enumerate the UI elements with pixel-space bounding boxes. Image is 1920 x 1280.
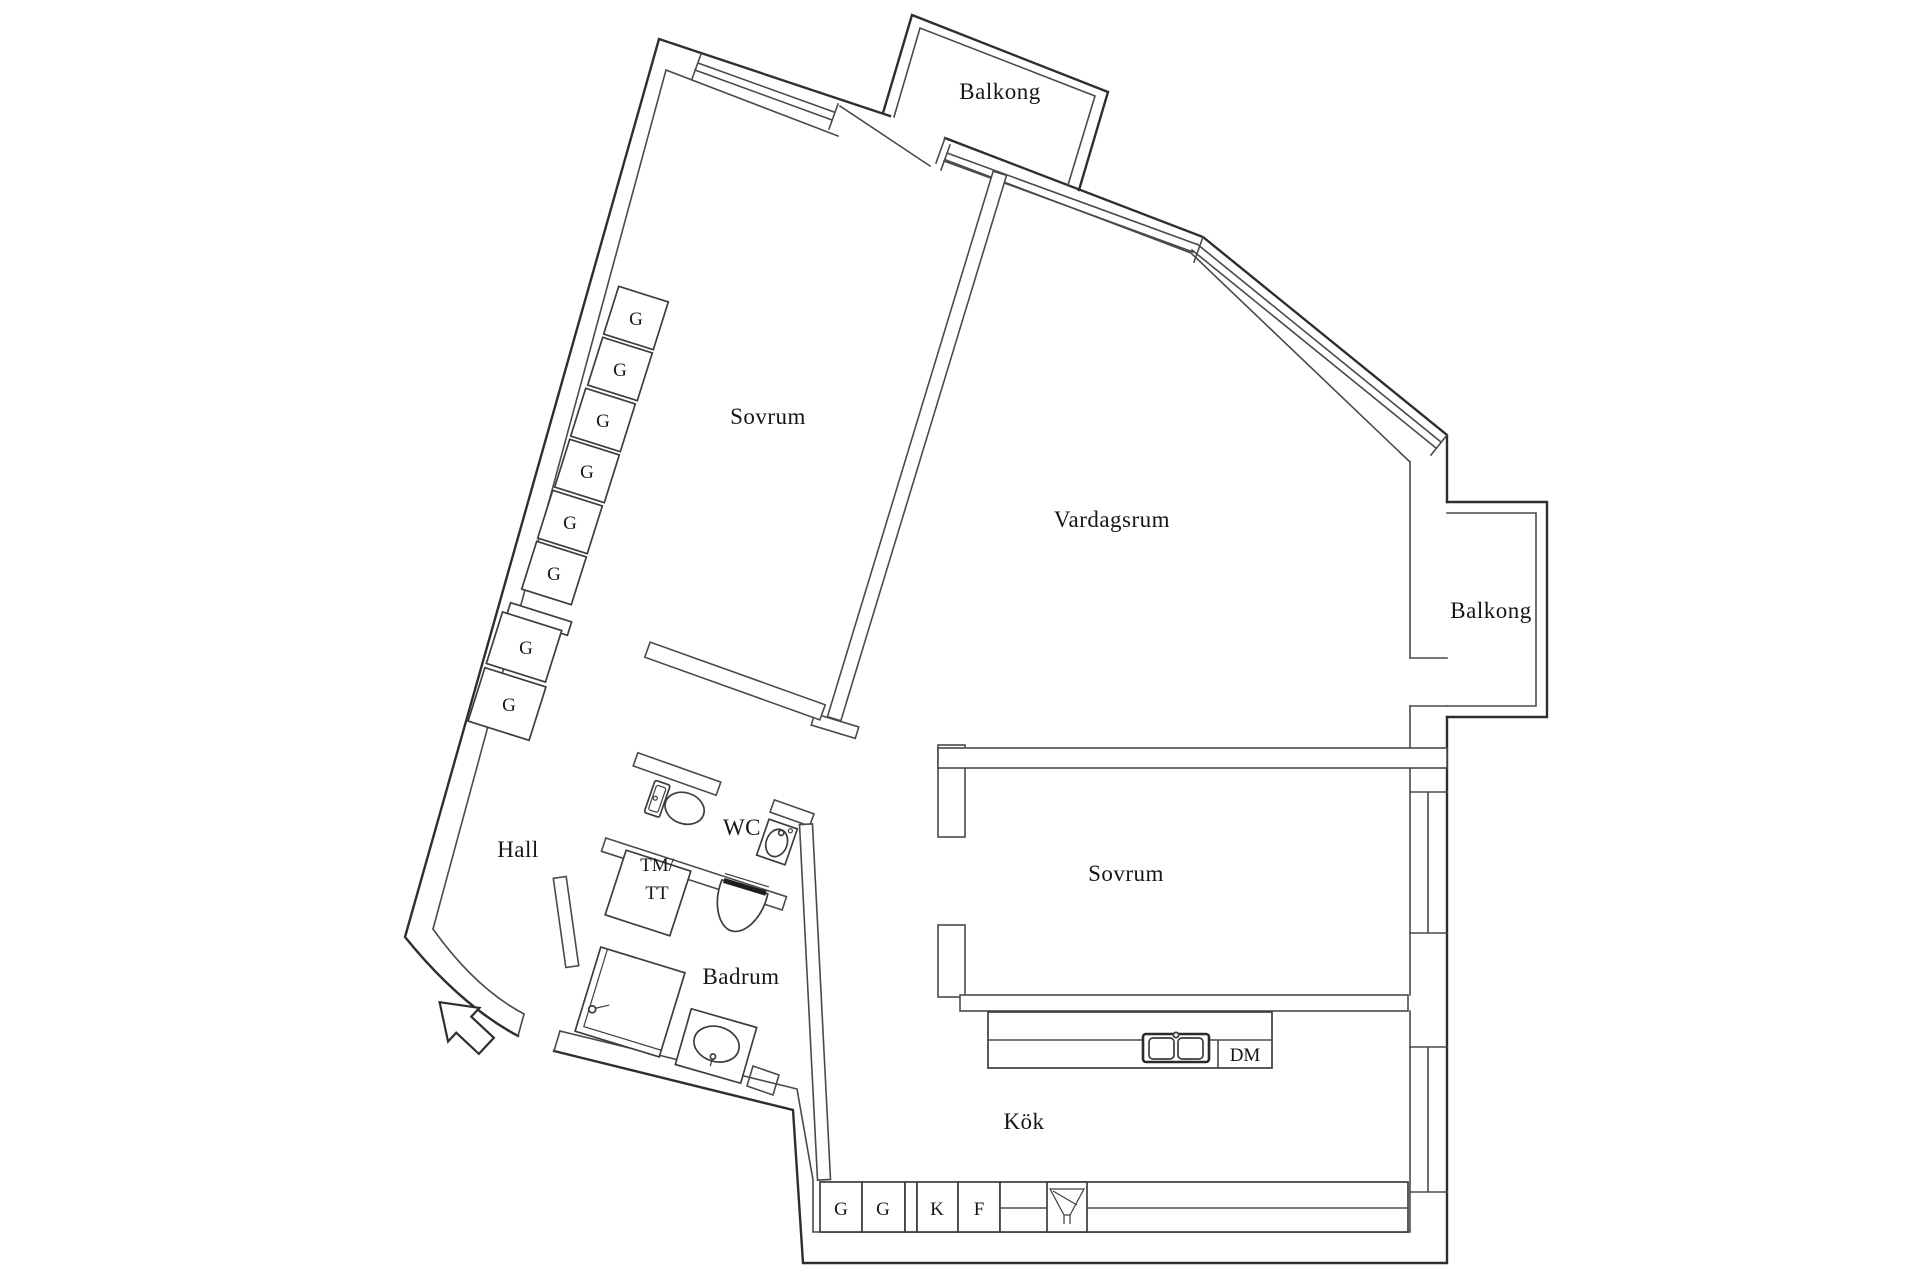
wardrobe-label: G: [580, 462, 594, 483]
room-label-vardagsrum: Vardagsrum: [1054, 507, 1170, 532]
wall-wc-right: [769, 798, 815, 828]
room-label-badrum: Badrum: [702, 964, 779, 989]
wardrobe-box: [569, 387, 637, 453]
wardrobe-box: [586, 336, 654, 402]
badrum-toilet-icon: [716, 872, 770, 933]
window-kok: [1409, 1046, 1448, 1193]
tm-tt-unit: [604, 849, 692, 937]
fridge-box: [916, 1181, 959, 1233]
wall-sovrum2-left-lower: [937, 924, 966, 998]
wardrobe-box: [485, 610, 563, 684]
wall-wc-top: [632, 751, 722, 797]
entry-door-jambs: [517, 1013, 561, 1052]
wc-toilet-icon: [643, 779, 706, 826]
cabinet-box: [819, 1181, 863, 1233]
cabinet-box: [861, 1181, 906, 1233]
room-label-balkong-right: Balkong: [1450, 598, 1531, 623]
badrum-sink-icon: [674, 1007, 758, 1085]
wardrobe-label: G: [596, 411, 610, 432]
wardrobe-label: G: [613, 360, 627, 381]
wardrobe-box: [466, 666, 548, 742]
wardrobe-label: G: [547, 564, 561, 585]
room-label-wc: WC: [723, 815, 761, 840]
room-label-sovrum-right: Sovrum: [1088, 861, 1164, 886]
wardrobe-box: [602, 285, 670, 351]
wall-sovrum1-bottom: [643, 641, 827, 721]
wardrobes: [466, 285, 670, 742]
wardrobe-box: [536, 489, 604, 555]
stove-icon: [1046, 1181, 1088, 1233]
label-tm: TM/: [640, 855, 675, 876]
cabinet-filler: [904, 1181, 918, 1233]
cabinet-label: G: [834, 1199, 848, 1220]
fridge-label: K: [930, 1199, 944, 1220]
room-label-kok: Kök: [1003, 1109, 1044, 1134]
window-sovrum-right: [1409, 791, 1448, 934]
label-tt: TT: [645, 883, 669, 904]
wall-badrum-right: [798, 823, 832, 1181]
wall-sovrum1-right: [826, 170, 1008, 722]
kitchen-sink-icon: [1141, 1031, 1211, 1064]
window-sovrum-top: [690, 52, 947, 168]
wardrobe-label: G: [502, 695, 516, 716]
cabinet-label: G: [876, 1199, 890, 1220]
room-label-balkong-top: Balkong: [959, 79, 1040, 104]
wardrobe-label: G: [519, 638, 533, 659]
room-label-sovrum-left: Sovrum: [730, 404, 806, 429]
wardrobe-box: [553, 438, 621, 504]
wall-hall-badrum: [552, 875, 580, 969]
window-vardagsrum-top: [939, 143, 1205, 264]
balcony-door-right-jambs: [1409, 657, 1448, 707]
wc-sink-icon: [755, 818, 799, 866]
wardrobe-label: G: [629, 309, 643, 330]
label-dm: DM: [1230, 1045, 1261, 1066]
wardrobe-label: G: [563, 513, 577, 534]
entry-arrow-icon: [438, 1000, 496, 1056]
shower-icon: [573, 945, 687, 1059]
wall-sovrum1-right-cap: [810, 712, 860, 740]
balcony-top: [881, 13, 1110, 192]
exterior-wall-outer: [403, 37, 1449, 1265]
kitchen-bottom-row: [819, 1181, 1409, 1233]
freezer-label: F: [974, 1199, 985, 1220]
balcony-right: [1445, 500, 1549, 719]
wall-vardagsrum-bottom: [937, 747, 1448, 769]
kitchen-counter: [987, 1011, 1273, 1069]
window-vardagsrum-angled: [1190, 242, 1449, 457]
room-label-hall: Hall: [497, 837, 539, 862]
wall-sovrum2-kok: [959, 994, 1409, 1012]
interior-walls: [552, 170, 1448, 1181]
wardrobe-box: [520, 540, 588, 606]
